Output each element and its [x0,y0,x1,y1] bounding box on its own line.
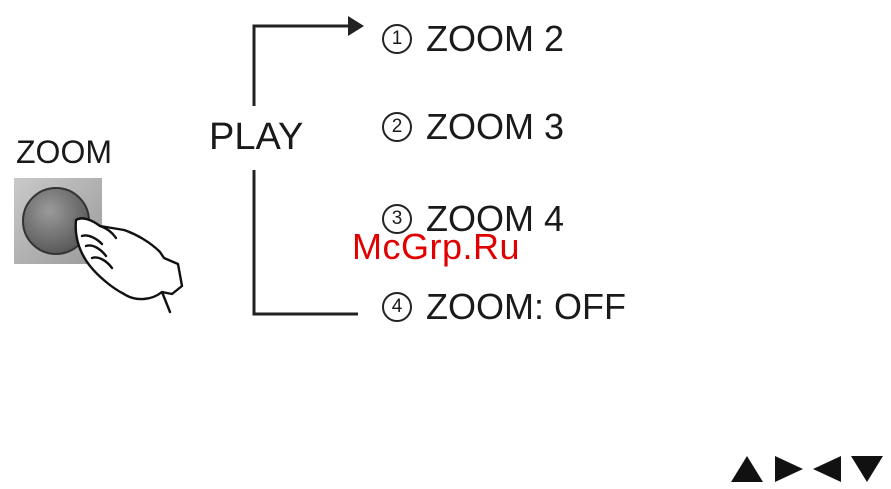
pressing-hand-icon [76,218,182,312]
nav-arrows [727,452,889,486]
arrow-right-icon [348,16,364,36]
down-triangle-icon [851,456,883,482]
flow-bracket [240,8,380,328]
zoom-button-illustration [12,176,192,326]
flow-line-bottom [254,170,358,314]
option-text: ZOOM 3 [426,106,564,148]
watermark: McGrp.Ru [352,226,520,268]
left-triangle-icon [813,456,841,482]
flow-line-top [254,26,352,106]
right-triangle-icon [775,456,803,482]
option-number: 2 [382,112,412,142]
option-zoom-3: 2 ZOOM 3 [382,106,564,148]
option-number: 1 [382,24,412,54]
option-text: ZOOM 2 [426,18,564,60]
zoom-button-label: ZOOM [16,136,112,168]
option-number: 4 [382,292,412,322]
option-zoom-off: 4 ZOOM: OFF [382,286,626,328]
up-triangle-icon [731,456,763,482]
option-text: ZOOM: OFF [426,286,626,328]
option-zoom-2: 1 ZOOM 2 [382,18,564,60]
